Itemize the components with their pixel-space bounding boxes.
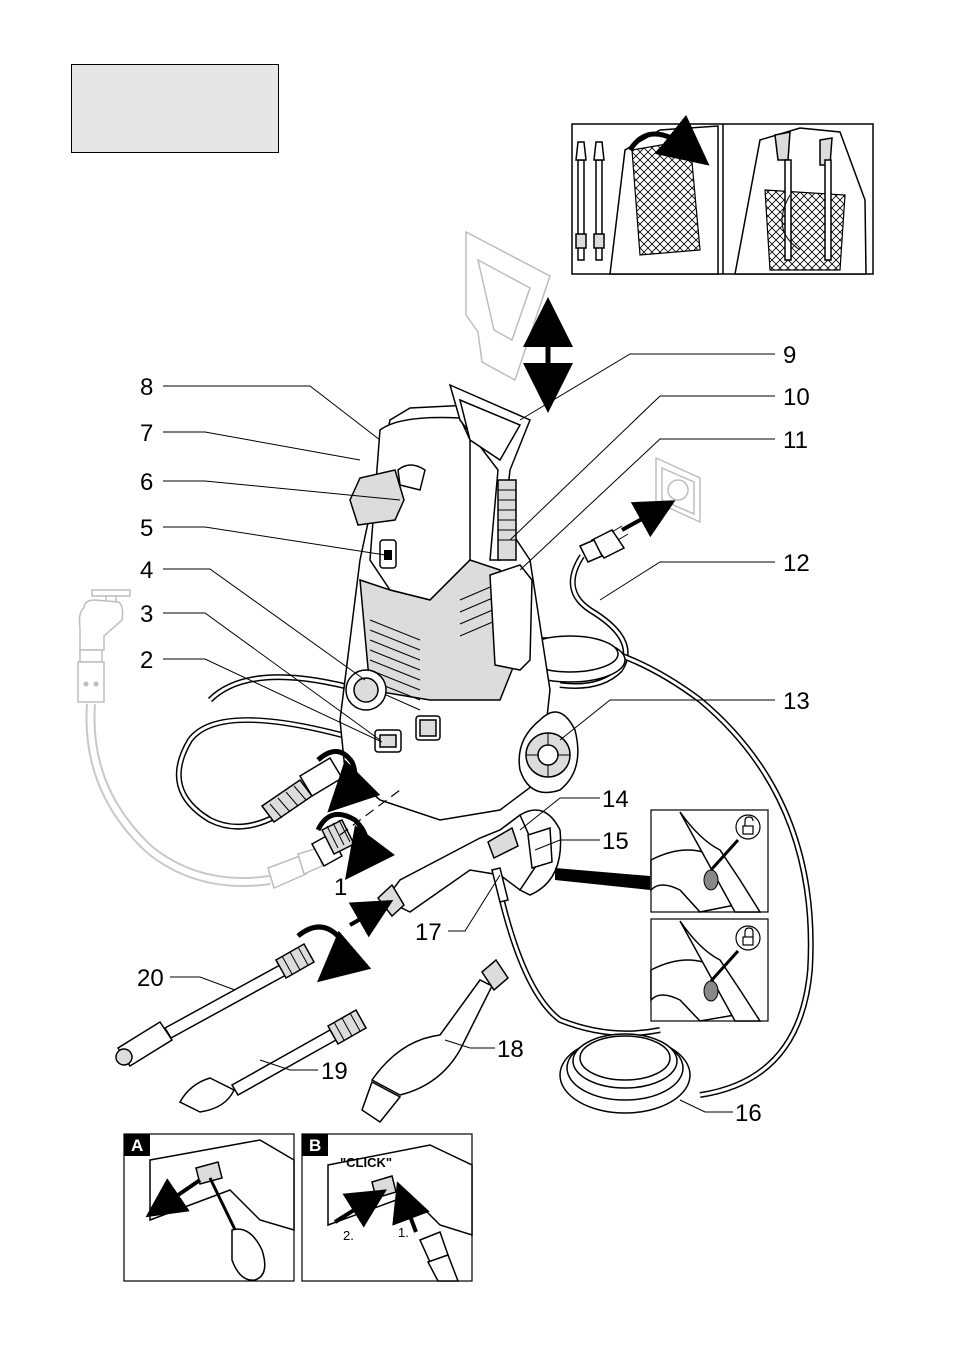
pressure-washer [340,385,578,820]
plug-in-arrow [622,510,658,530]
callout-14: 14 [602,786,629,813]
step-2-label: 2. [343,1228,354,1243]
callout-10: 10 [783,384,810,411]
gun-insert-arrow [350,910,376,925]
panel-b-label: B [309,1136,321,1155]
callout-9: 9 [783,342,796,369]
water-tap-icon [78,590,130,702]
callout-16: 16 [735,1100,762,1127]
callout-20: 20 [137,965,164,992]
spray-gun [378,810,561,916]
detail-panel-a: A [124,1134,294,1281]
callout-8: 8 [140,374,153,401]
callout-5: 5 [140,515,153,542]
callout-15: 15 [602,828,629,855]
callout-2: 2 [140,647,153,674]
hose-connector-rotation [262,751,355,822]
power-socket-icon [656,458,700,522]
power-plug [580,526,628,562]
wash-brush [362,960,508,1122]
lock-icon [736,926,760,950]
callout-6: 6 [140,469,153,496]
callout-4: 4 [140,557,153,584]
inlet-connector [312,814,366,866]
callout-12: 12 [783,550,810,577]
telescopic-handle-extended [466,232,550,380]
callout-7: 7 [140,420,153,447]
storage-left-view [576,126,718,274]
trigger-unlocked-detail [651,810,768,912]
panel-a-label: A [131,1136,143,1155]
step-1-label: 1. [398,1225,409,1240]
callout-13: 13 [783,688,810,715]
storage-inset [572,124,873,274]
detail-panel-b: B "CLICK" 2. 1. [302,1134,472,1281]
trigger-locked-detail [651,919,768,1021]
callout-11: 11 [783,427,808,454]
unlock-icon [736,815,760,839]
callout-1: 1 [334,874,347,901]
callout-18: 18 [497,1036,524,1063]
callout-17: 17 [415,919,442,946]
callout-19: 19 [321,1058,348,1085]
trigger-lock-pointer [555,868,650,890]
click-label: "CLICK" [340,1155,392,1170]
callout-3: 3 [140,601,153,628]
